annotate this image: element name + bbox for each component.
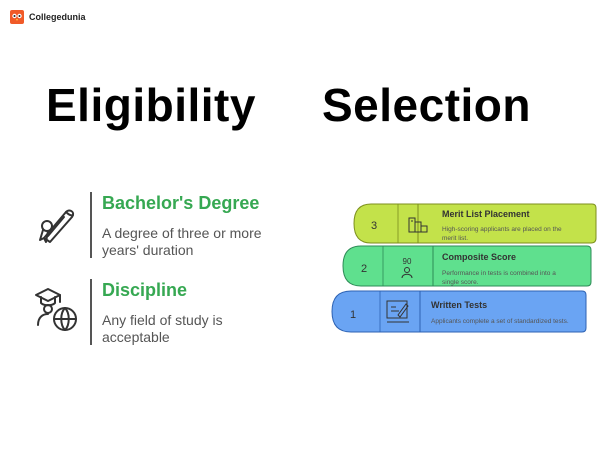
- step-title: Written Tests: [431, 300, 487, 310]
- step-title: Composite Score: [442, 252, 516, 262]
- brand-name: Collegedunia: [29, 12, 86, 22]
- eligibility-title: Discipline: [102, 280, 188, 300]
- step-desc: High-scoring applicants are placed on th…: [442, 226, 563, 242]
- step-title: Merit List Placement: [442, 209, 530, 219]
- eligibility-item-degree: Bachelor's Degree A degree of three or m…: [28, 190, 298, 270]
- eligibility-desc: A degree of three or more years' duratio…: [102, 225, 262, 258]
- owl-logo-icon: [10, 10, 24, 24]
- step-3: 3 Merit List Placement High-scoring appl…: [353, 203, 597, 244]
- step-desc-line: High-scoring applicants are placed on th…: [442, 226, 562, 233]
- selection-steps-diagram: 3 Merit List Placement High-scoring appl…: [331, 203, 597, 333]
- step-1: 1 Written Tests Applicants complete a se…: [331, 290, 587, 333]
- step-desc-line: Performance in tests is combined into a: [442, 270, 556, 277]
- score-icon-text: 90: [403, 257, 412, 266]
- selection-heading: Selection: [322, 79, 532, 131]
- step-2: 2 90 Composite Score Performance in test…: [342, 245, 592, 287]
- step-number: 1: [350, 309, 356, 321]
- step-number: 2: [361, 263, 367, 275]
- diploma-icon: [32, 198, 82, 248]
- step-desc-line: Applicants complete a set of standardize…: [431, 318, 569, 325]
- eligibility-heading: Eligibility: [46, 79, 256, 131]
- step-number: 3: [371, 220, 377, 232]
- step-desc: Applicants complete a set of standardize…: [431, 318, 569, 325]
- score-icon: 90: [401, 257, 413, 279]
- brand: Collegedunia: [10, 10, 86, 24]
- bar-chart-icon: [408, 217, 428, 233]
- step-desc-line: single score.: [442, 279, 479, 286]
- eligibility-item-discipline: Discipline Any field of study is accepta…: [28, 277, 298, 357]
- divider: [90, 192, 92, 258]
- eligibility-title: Bachelor's Degree: [102, 193, 260, 213]
- graduate-globe-icon: [32, 285, 82, 335]
- test-paper-icon: [386, 300, 409, 323]
- eligibility-desc: Any field of study is acceptable: [102, 312, 223, 345]
- divider: [90, 279, 92, 345]
- step-desc-line: merit list.: [442, 235, 468, 242]
- step-desc: Performance in tests is combined into a …: [442, 270, 558, 286]
